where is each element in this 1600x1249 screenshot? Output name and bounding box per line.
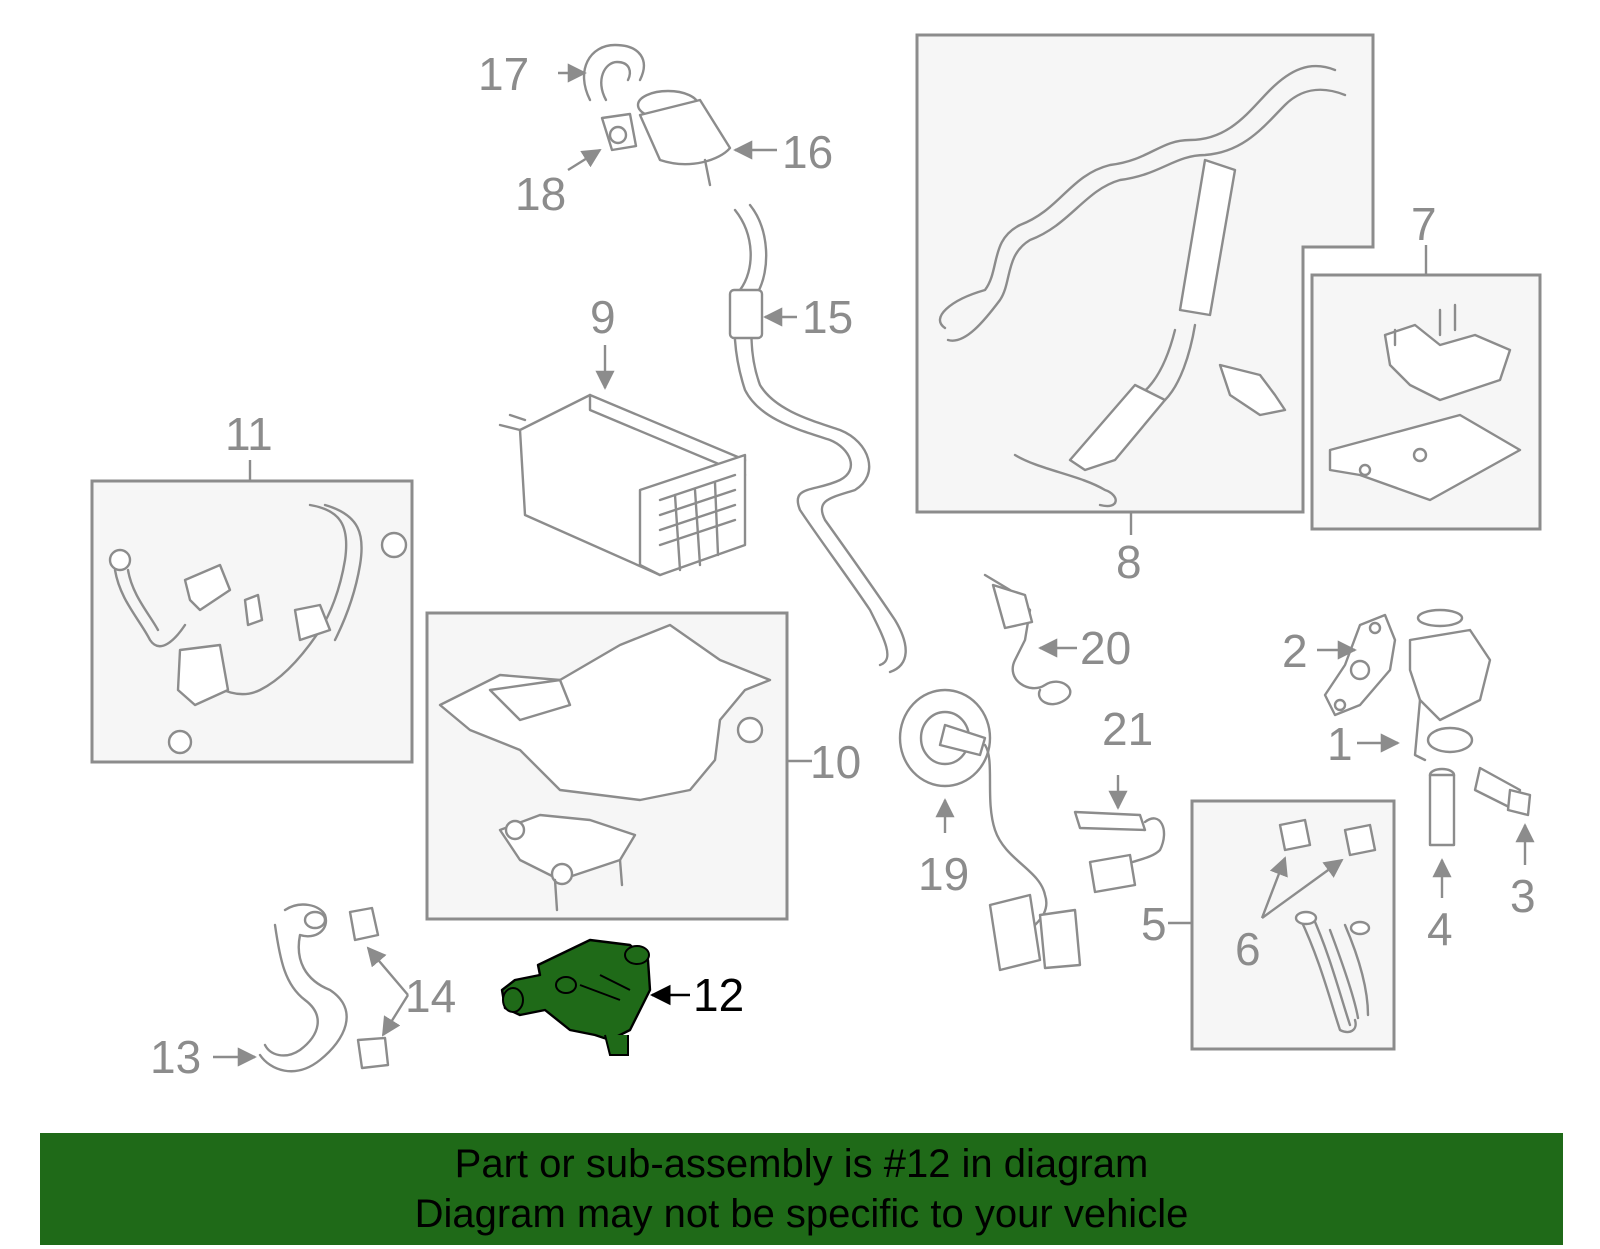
callout-6: 6 <box>1235 923 1261 975</box>
leader-6b <box>1261 858 1344 919</box>
callout-3: 3 <box>1510 870 1536 922</box>
part-1-valve[interactable] <box>1408 608 1492 762</box>
part-13-hose[interactable] <box>258 903 348 1073</box>
part-12-highlighted-valve[interactable] <box>500 938 652 1056</box>
callout-19: 19 <box>918 848 969 900</box>
part-21-sensor[interactable] <box>1073 810 1166 894</box>
part-3-bolt[interactable] <box>1473 766 1532 817</box>
leader-18 <box>567 148 602 172</box>
callout-8: 8 <box>1116 536 1142 588</box>
part-18-connector[interactable] <box>600 112 638 152</box>
callout-2: 2 <box>1282 625 1308 677</box>
part-10-shield[interactable] <box>438 623 772 912</box>
callout-1: 1 <box>1327 718 1353 770</box>
part-7-solenoid-bracket[interactable] <box>1328 303 1522 502</box>
part-15-hose[interactable] <box>728 203 907 674</box>
leader-6a <box>1260 856 1288 919</box>
leader-lines <box>213 63 1535 1067</box>
part-20-sensor-wire[interactable] <box>983 573 1072 706</box>
part-6-clamp-right[interactable] <box>1343 823 1377 857</box>
leader-14a <box>366 946 409 996</box>
callout-18: 18 <box>515 168 566 220</box>
part-2-gasket[interactable] <box>1323 613 1397 717</box>
part-6-clamp-left[interactable] <box>1278 818 1312 852</box>
part-17-hose[interactable] <box>582 43 645 102</box>
callout-15: 15 <box>802 291 853 343</box>
part-9-charcoal-canister[interactable] <box>498 393 747 577</box>
part-14-clamp-bottom[interactable] <box>356 1036 390 1070</box>
callout-13: 13 <box>150 1031 201 1083</box>
part-16-filter[interactable] <box>636 89 732 187</box>
callout-9: 9 <box>590 291 616 343</box>
callout-7: 7 <box>1411 198 1437 250</box>
callout-labels: 17 16 18 15 9 11 7 8 20 10 19 21 2 1 3 4… <box>150 48 1536 1083</box>
callout-21: 21 <box>1102 703 1153 755</box>
info-banner: Part or sub-assembly is #12 in diagram D… <box>40 1133 1563 1245</box>
part-11-harness[interactable] <box>108 503 408 755</box>
callout-14: 14 <box>405 970 456 1022</box>
callout-20: 20 <box>1080 622 1131 674</box>
callout-12: 12 <box>693 969 744 1021</box>
callout-4: 4 <box>1427 903 1453 955</box>
part-14-clamp-top[interactable] <box>348 906 380 942</box>
box-part-8 <box>915 33 1375 514</box>
part-4-pin[interactable] <box>1428 767 1456 847</box>
callout-17: 17 <box>478 48 529 100</box>
callout-11: 11 <box>225 408 273 460</box>
banner-line-disclaimer: Diagram may not be specific to your vehi… <box>414 1192 1189 1236</box>
callout-5: 5 <box>1141 898 1167 950</box>
callout-10: 10 <box>810 736 861 788</box>
part-5-hose[interactable] <box>1294 910 1371 1034</box>
banner-line-part-number: Part or sub-assembly is #12 in diagram <box>454 1142 1149 1186</box>
callout-16: 16 <box>782 126 833 178</box>
part-19-sensor[interactable] <box>898 688 1082 972</box>
part-8-pipe-assembly[interactable] <box>938 64 1347 508</box>
leader-14b <box>381 994 410 1037</box>
